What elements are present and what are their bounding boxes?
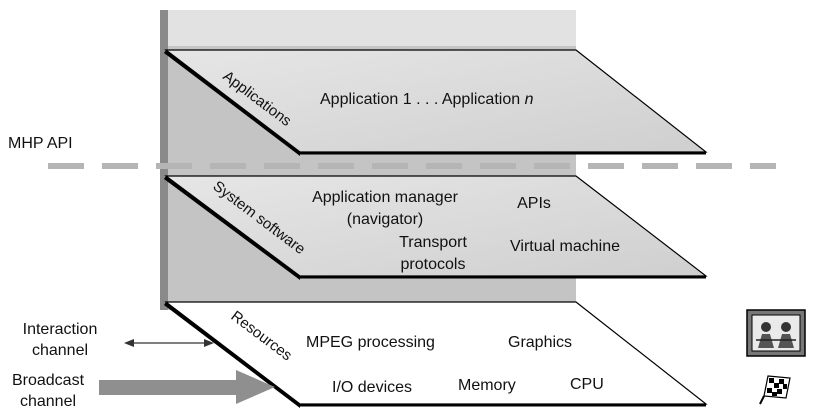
broadcast-arrow bbox=[99, 370, 275, 404]
system-software-layer bbox=[164, 175, 708, 280]
resources-layer bbox=[164, 301, 708, 408]
graphics-text: Graphics bbox=[508, 334, 572, 351]
mhp-api-label: MHP API bbox=[8, 135, 73, 152]
apis-text: APIs bbox=[517, 195, 551, 212]
app-manager-line2: (navigator) bbox=[347, 211, 423, 228]
interaction-arrow bbox=[124, 339, 214, 347]
interaction-channel-line1: Interaction bbox=[23, 321, 98, 338]
checkered-flag-icon bbox=[759, 375, 791, 405]
broadcast-channel-line2: channel bbox=[20, 393, 76, 410]
app-manager-line1: Application manager bbox=[312, 189, 459, 206]
memory-text: Memory bbox=[458, 377, 516, 394]
virtual-machine-text: Virtual machine bbox=[510, 238, 620, 255]
applications-layer bbox=[164, 49, 708, 156]
cpu-text: CPU bbox=[570, 376, 604, 393]
mpeg-processing-text: MPEG processing bbox=[306, 334, 435, 351]
applications-content: Application 1 . . . Application n bbox=[320, 91, 534, 108]
broadcast-channel-line1: Broadcast bbox=[12, 372, 85, 389]
transport-line1: Transport bbox=[399, 234, 467, 251]
io-devices-text: I/O devices bbox=[332, 379, 412, 396]
applications-content-n: n bbox=[525, 91, 534, 108]
television-icon bbox=[746, 309, 806, 357]
interaction-channel-line2: channel bbox=[32, 342, 88, 359]
transport-line2: protocols bbox=[401, 256, 466, 273]
applications-content-prefix: Application 1 . . . Application bbox=[320, 91, 525, 108]
